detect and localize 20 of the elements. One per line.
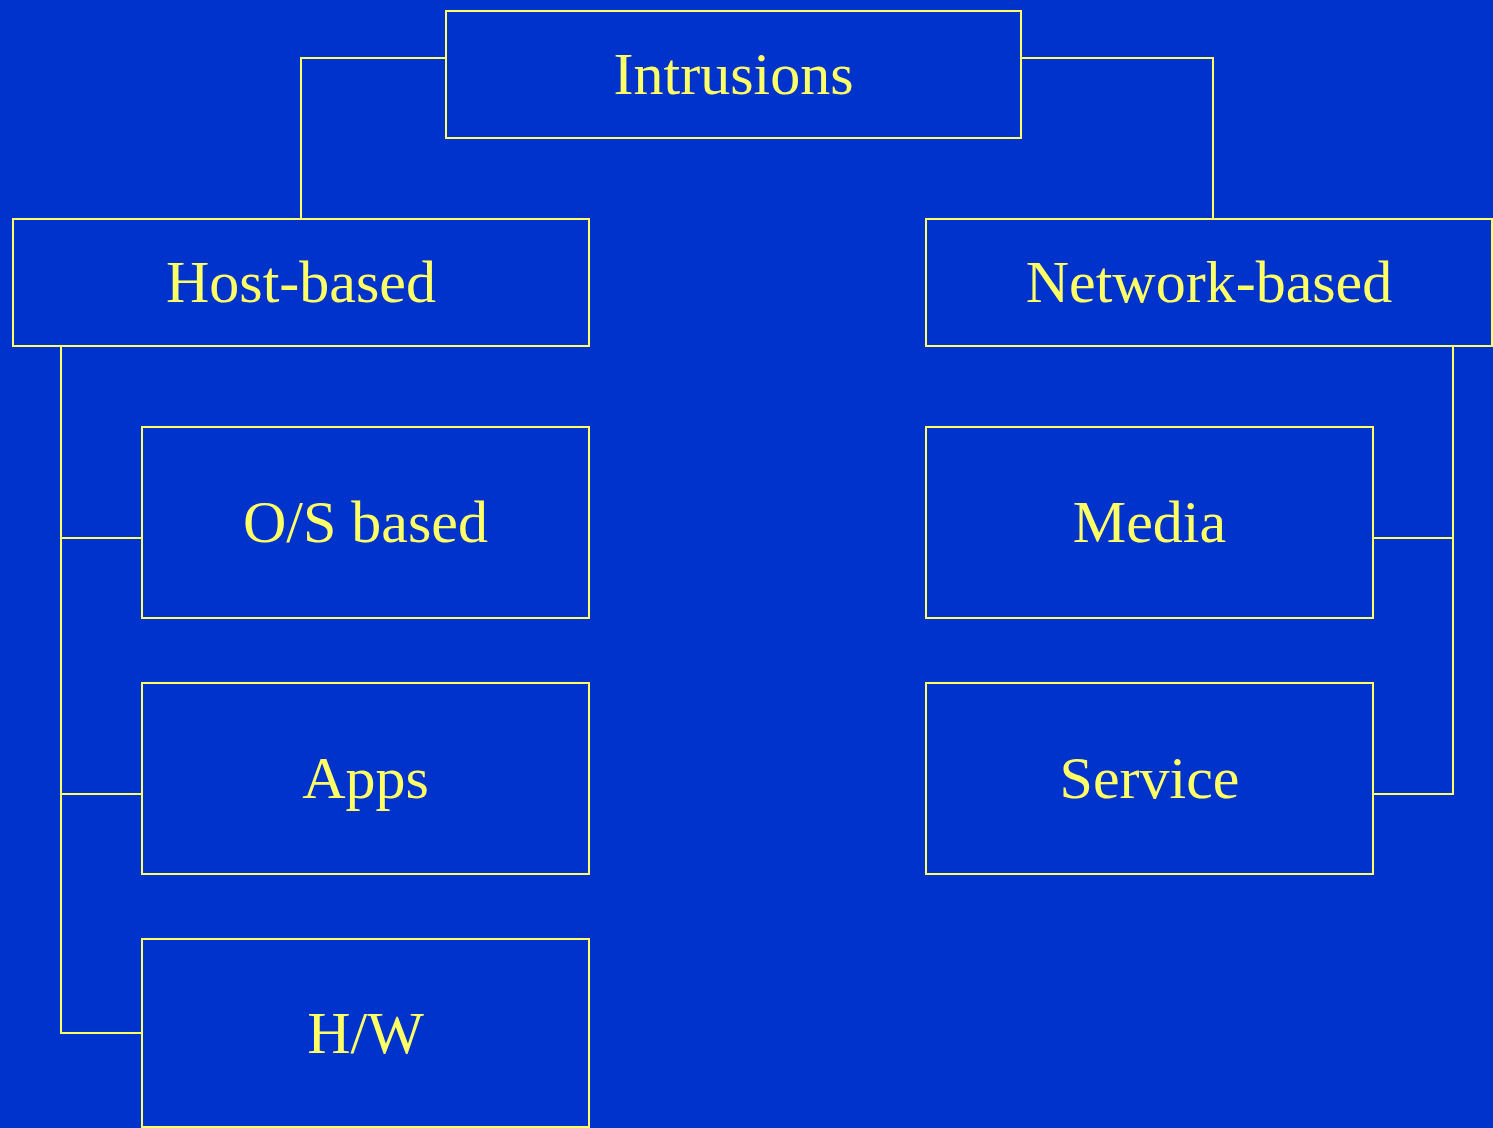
connector-line — [300, 57, 446, 219]
category-box — [445, 10, 1022, 139]
connector-line — [1373, 346, 1454, 795]
box-label: Intrusions — [613, 40, 854, 109]
category-box — [925, 682, 1374, 875]
category-box — [925, 218, 1493, 347]
category-box — [141, 682, 590, 875]
box-label: O/S based — [243, 488, 488, 557]
box-label: Apps — [302, 744, 429, 813]
box-label: Media — [1072, 488, 1227, 557]
box-label: H/W — [307, 998, 424, 1068]
box-label: Service — [1059, 744, 1240, 813]
connector-line — [1021, 57, 1214, 219]
box-label: Network-based — [1025, 248, 1393, 317]
category-box — [141, 938, 590, 1128]
connector-line — [60, 346, 142, 1034]
category-box — [12, 218, 590, 347]
category-box — [141, 426, 590, 619]
box-label: Host-based — [166, 248, 436, 317]
category-box — [925, 426, 1374, 619]
